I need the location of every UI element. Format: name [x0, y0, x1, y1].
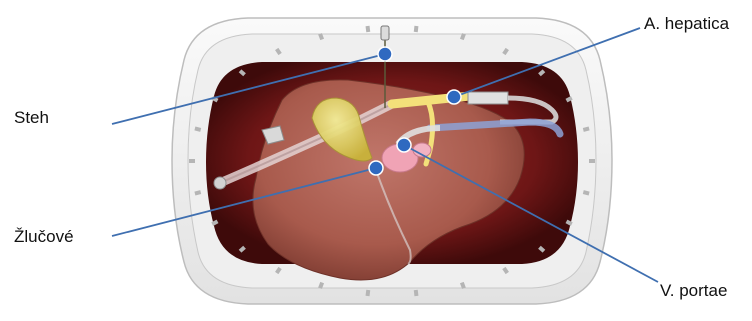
rim-marker — [189, 159, 195, 163]
marker-v-portae — [397, 138, 411, 152]
marker-steh — [378, 47, 392, 61]
marker-zlucove — [369, 161, 383, 175]
rim-marker — [589, 159, 595, 163]
label-v-portae: V. portae — [660, 281, 727, 301]
rim-marker — [414, 290, 419, 296]
steh-holder — [381, 26, 389, 40]
label-a-hepatica: A. hepatica — [644, 14, 729, 34]
left-tube-end — [214, 177, 226, 189]
label-steh: Steh — [14, 108, 49, 128]
rim-marker — [366, 290, 371, 296]
artery-connector — [468, 92, 508, 104]
rim-marker — [414, 26, 419, 32]
marker-a-hepatica — [447, 90, 461, 104]
rim-marker — [366, 26, 371, 32]
label-zlucove: Žlučové — [14, 227, 74, 247]
